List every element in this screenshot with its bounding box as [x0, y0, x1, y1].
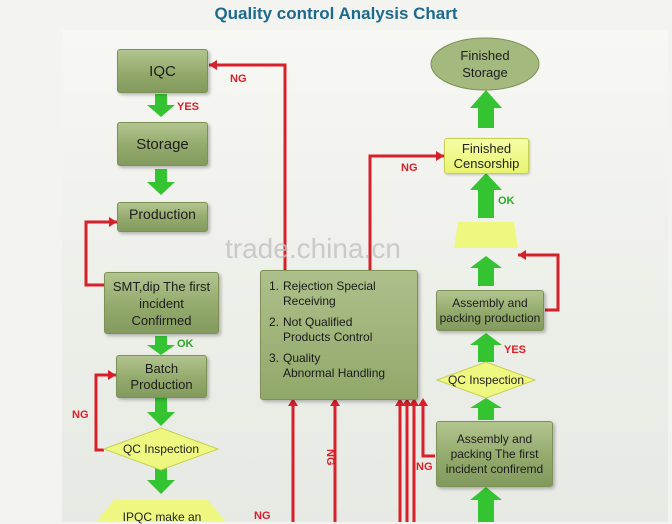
ng-arrowhead-production	[109, 217, 117, 227]
ok-label-right: OK	[498, 195, 515, 207]
finished-storage-label: Finished Storage	[460, 48, 510, 80]
ng-arrowhead-bottom-5	[409, 398, 419, 406]
storage-box: Storage	[117, 122, 208, 166]
ng-line-assembly-loop	[518, 253, 560, 312]
ng-label-iqc: NG	[230, 73, 247, 85]
ng-arrowhead-bottom-2	[330, 398, 340, 406]
finished-storage-ellipse	[430, 37, 540, 91]
ipqc-shape	[96, 500, 226, 522]
ng-arrowhead-censorship	[436, 151, 444, 161]
ng-label-bottom-right: NG	[416, 461, 433, 473]
ng-line-production-loop	[84, 220, 117, 287]
handling-item: 1. Rejection Special Receiving	[269, 279, 411, 309]
handling-list-box: 1. Rejection Special Receiving 2. Not Qu…	[260, 270, 418, 400]
item-text: Quality Abnormal Handling	[283, 351, 386, 380]
ng-line-assembly-first	[421, 400, 435, 458]
flow-arrow-qc-assembly	[470, 333, 502, 362]
ng-label-bottom-left: NG	[254, 510, 271, 522]
iqc-box: IQC	[117, 49, 208, 93]
ipqc-label: IPQC make an	[122, 510, 202, 524]
assembly-first-incident-box: Assembly and packing The first incident …	[436, 421, 553, 487]
item-text: Not Qualified Products Control	[283, 315, 373, 344]
flow-arrow-smt-batch	[147, 336, 175, 355]
yes-label-left: YES	[177, 101, 200, 113]
flow-arrow-censorship-storage	[470, 90, 502, 128]
qc-inspection-left-label: QC Inspection	[122, 442, 200, 456]
flow-arrow-iqc-storage	[147, 94, 175, 117]
ng-label-left-loop: NG	[72, 409, 89, 421]
ng-arrowhead-bottom-4	[402, 398, 412, 406]
flow-arrow-block-assembly	[470, 256, 502, 286]
flow-arrow-qc-ipqc	[147, 466, 175, 494]
ng-arrowhead-iqc	[209, 60, 217, 70]
flow-arrow-ok-censorship	[470, 173, 502, 218]
ng-arrowhead-bottom-1	[288, 398, 298, 406]
ng-arrowhead-bottom-3	[395, 398, 405, 406]
production-box: Production	[117, 202, 208, 232]
ng-arrowhead-assembly-first	[418, 398, 428, 406]
qc-diamond-right	[435, 361, 537, 399]
item-number: 2.	[269, 315, 280, 329]
ok-label-left: OK	[177, 338, 194, 350]
item-text: Rejection Special Receiving	[283, 279, 376, 308]
flow-arrow-assembly-first-qc	[470, 398, 502, 420]
handling-item: 3. Quality Abnormal Handling	[269, 351, 411, 381]
ng-line-censorship	[368, 154, 444, 270]
item-number: 1.	[269, 279, 280, 293]
item-number: 3.	[269, 351, 280, 365]
ng-label-censorship: NG	[401, 162, 418, 174]
smt-box: SMT,dip The first incident Confirmed	[104, 272, 219, 334]
ng-arrowhead-batch	[108, 370, 116, 380]
qc-diamond-left	[102, 427, 220, 471]
ng-label-bottom-mid: NG	[324, 449, 336, 466]
batch-production-box: Batch Production	[116, 355, 207, 398]
ng-line-iqc	[209, 63, 287, 270]
chart-title: Quality control Analysis Chart	[214, 4, 458, 23]
ng-arrowhead-assembly	[518, 250, 526, 260]
ng-line-batch-loop	[94, 373, 116, 452]
flow-arrow-batch-qc	[147, 398, 175, 426]
censorship-connector-block	[454, 222, 518, 248]
assembly-packing-box: Assembly and packing production	[436, 290, 544, 331]
flow-arrow-bottom-right	[470, 487, 502, 522]
finished-censorship-box: Finished Censorship	[444, 138, 529, 174]
flow-arrow-storage-production	[147, 169, 175, 195]
handling-item: 2. Not Qualified Products Control	[269, 315, 411, 345]
watermark-text: trade.china.cn	[225, 233, 401, 264]
yes-label-right: YES	[504, 344, 527, 356]
qc-inspection-right-label: QC Inspection	[447, 373, 525, 387]
